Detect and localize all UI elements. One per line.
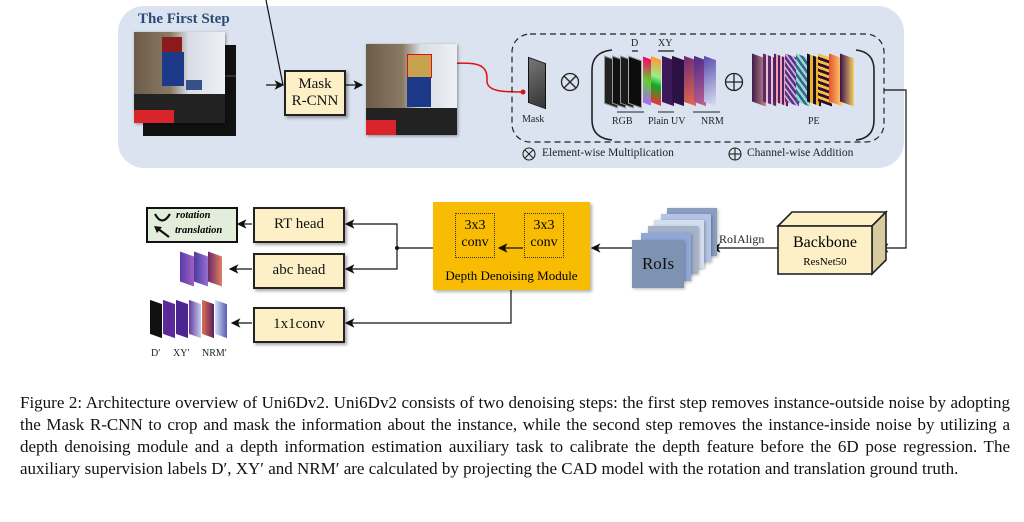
mask-rcnn-box: Mask R-CNN <box>284 70 346 116</box>
add-operator-icon <box>724 72 744 92</box>
figure-caption: Figure 2: Architecture overview of Uni6D… <box>20 392 1010 480</box>
aux-nrm-label: NRM′ <box>202 348 227 359</box>
rois-label: RoIs <box>641 254 675 273</box>
backbone-block <box>776 210 888 276</box>
conv3x3-second: 3x3 conv <box>524 213 564 258</box>
rois-front: RoIs <box>632 240 684 288</box>
plain-uv-label: Plain UV <box>648 116 686 127</box>
rt-head-box: RT head <box>253 207 345 243</box>
connector-arrows <box>228 0 907 328</box>
ddm-internal-arrows <box>497 243 523 253</box>
rotation-label: rotation <box>176 210 211 221</box>
rgb-label: RGB <box>612 116 633 127</box>
caption-text: Figure 2: Architecture overview of Uni6D… <box>20 393 1010 478</box>
translation-arrow-icon <box>154 226 170 238</box>
masked-instance-image <box>366 44 457 135</box>
roialign-label: RoIAlign <box>719 232 765 246</box>
aux-d-label: D′ <box>151 348 161 359</box>
multiply-operator-icon <box>560 72 580 92</box>
mask-label: Mask <box>522 114 545 125</box>
aux-xy-label: XY′ <box>173 348 190 359</box>
legend-add-label: Channel-wise Addition <box>747 147 854 159</box>
ddm-label: Depth Denoising Module <box>445 268 578 283</box>
xy-label: XY <box>658 38 673 49</box>
legend-multiply-icon <box>522 147 536 161</box>
first-step-title: The First Step <box>138 11 230 27</box>
backbone-sub-label: ResNet50 <box>803 256 847 268</box>
backbone-label: Backbone <box>793 234 857 251</box>
abc-head-box: abc head <box>253 253 345 289</box>
nrm-label: NRM <box>701 116 724 127</box>
pose-output-box: rotation translation <box>146 207 238 243</box>
conv1x1-box: 1x1conv <box>253 307 345 343</box>
legend-add-icon <box>728 147 742 161</box>
pe-label: PE <box>808 116 820 127</box>
legend-multiply-label: Element-wise Multiplication <box>542 147 674 159</box>
mask-feature-map <box>528 56 546 110</box>
rotation-icon <box>154 213 171 222</box>
d-label: D <box>631 38 639 49</box>
depth-denoising-module: 3x3 conv 3x3 conv Depth Denoising Module <box>433 202 590 290</box>
input-rgb-image <box>134 32 225 123</box>
translation-label: translation <box>175 225 223 236</box>
conv3x3-first: 3x3 conv <box>455 213 495 258</box>
